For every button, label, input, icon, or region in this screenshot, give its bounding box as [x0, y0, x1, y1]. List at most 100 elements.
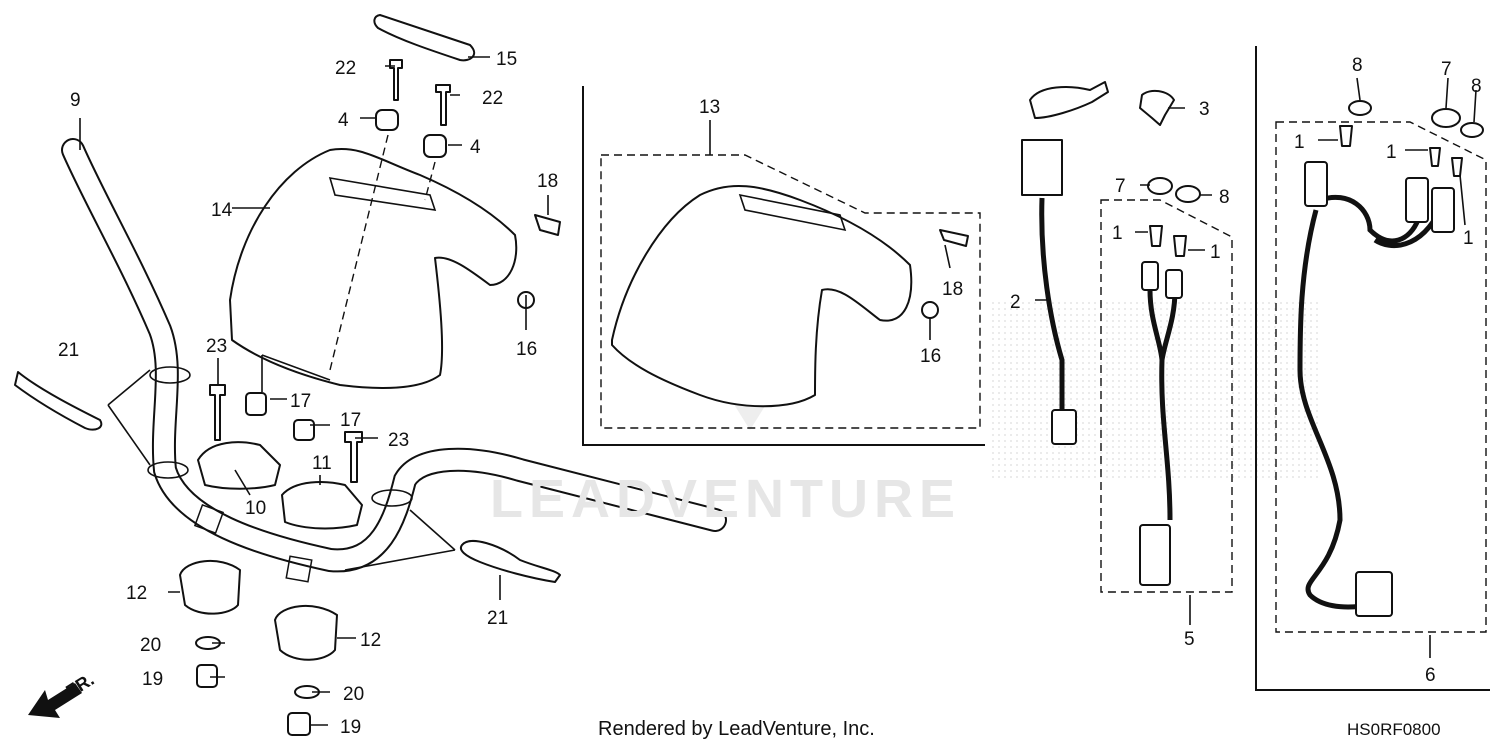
- callout-21-right: 21: [487, 608, 508, 629]
- callout-1-right-a: 1: [1294, 132, 1305, 153]
- callout-12-left: 12: [126, 583, 147, 604]
- callout-23-right: 23: [388, 430, 409, 451]
- callout-20-right: 20: [343, 684, 364, 705]
- grommet-7-top: [1431, 108, 1461, 128]
- bolt-23-right: [344, 431, 363, 483]
- socket-5b: [1165, 269, 1183, 299]
- nut-19-left: [196, 664, 218, 688]
- callout-21-left: 21: [58, 340, 79, 361]
- callout-1-middle-left: 1: [1112, 223, 1123, 244]
- cable-tie-right: [460, 540, 561, 583]
- callout-10: 10: [245, 498, 266, 519]
- leader-lines: [79, 56, 1477, 726]
- callout-16-left: 16: [516, 339, 537, 360]
- ignition-switch-2: [1021, 139, 1063, 196]
- callout-5: 5: [1184, 629, 1195, 650]
- ignition-key: [1029, 81, 1109, 119]
- group-frame-13: [582, 86, 985, 446]
- callout-3: 3: [1199, 99, 1210, 120]
- callout-1-middle-right: 1: [1210, 242, 1221, 263]
- lower-holder-12-left: [179, 559, 241, 615]
- handlebar-cover-14: [229, 148, 518, 389]
- handlebar-inner: [63, 140, 725, 571]
- callout-4-right: 4: [470, 137, 481, 158]
- bar-marker-c: [371, 489, 413, 507]
- callout-19-right: 19: [340, 717, 361, 738]
- callout-11: 11: [312, 453, 332, 474]
- callout-18-right: 18: [942, 279, 963, 300]
- callout-12-right: 12: [360, 630, 381, 651]
- grommet-4-right: [423, 134, 447, 158]
- front-direction-arrow-icon: [28, 683, 82, 718]
- switch-connector: [1051, 409, 1077, 445]
- bolt-23-left: [209, 384, 226, 441]
- collar-17-right: [293, 419, 315, 441]
- nut-19-right: [287, 712, 311, 736]
- bulbs-5: [1149, 225, 1187, 257]
- callout-14: 14: [211, 200, 233, 221]
- bar-marker-b: [147, 461, 189, 479]
- dash-box-13: [600, 154, 981, 429]
- harness-6: [1297, 194, 1443, 610]
- callout-6: 6: [1425, 665, 1436, 686]
- callout-1-right-b: 1: [1386, 142, 1397, 163]
- tie-leaders-right: [344, 509, 456, 571]
- callout-18-left: 18: [537, 171, 558, 192]
- callout-7-middle: 7: [1115, 176, 1126, 197]
- callout-16-right: 16: [920, 346, 941, 367]
- clip-18-right: [939, 229, 969, 247]
- grommet-8-top-right: [1460, 122, 1484, 138]
- switch-cable: [1039, 197, 1065, 410]
- socket-6b: [1405, 177, 1429, 223]
- callout-22-right: 22: [482, 88, 503, 109]
- socket-6c: [1431, 187, 1455, 233]
- cable-tie-left: [14, 371, 103, 431]
- rendered-by-text: Rendered by LeadVenture, Inc.: [598, 718, 875, 740]
- callout-22-left: 22: [335, 58, 356, 79]
- diagram-code: HS0RF0800: [1347, 720, 1441, 739]
- callout-9: 9: [70, 90, 81, 111]
- callout-23-left: 23: [206, 336, 227, 357]
- dash-box-5: [1100, 199, 1233, 593]
- grommet-4-left: [375, 109, 399, 131]
- lower-holder-12-right: [274, 604, 338, 661]
- clip-3: [1139, 89, 1175, 126]
- screw-22-right: [435, 84, 451, 126]
- callout-4-left: 4: [338, 110, 349, 131]
- callout-8-middle: 8: [1219, 187, 1230, 208]
- socket-6a: [1304, 161, 1328, 207]
- callout-20-left: 20: [140, 635, 161, 656]
- clip-18-left: [534, 214, 561, 236]
- callout-13: 13: [699, 97, 720, 118]
- upper-holder-10: [197, 441, 281, 490]
- callout-7-top: 7: [1441, 59, 1452, 80]
- connector-6: [1355, 571, 1393, 617]
- bulbs-6: [1339, 125, 1463, 177]
- callout-15: 15: [496, 49, 517, 70]
- connector-5: [1139, 524, 1171, 586]
- grommet-7-middle: [1147, 177, 1173, 195]
- upper-holder-11: [281, 481, 363, 530]
- collar-17-left: [245, 392, 267, 416]
- harness-5: [1147, 289, 1178, 521]
- callout-8-top-left: 8: [1352, 55, 1363, 76]
- bar-marker-a: [149, 366, 191, 384]
- cover-14-slot: [328, 176, 437, 211]
- bar-grip-knurl-a: [193, 503, 225, 535]
- screw-22-left: [389, 59, 403, 101]
- group-frame-6: [1255, 46, 1490, 691]
- callout-17-right: 17: [340, 410, 361, 431]
- bar-grip-knurl-b: [285, 555, 313, 583]
- handlebar-cover-13: [611, 185, 913, 408]
- grommet-8-top-left: [1348, 100, 1372, 116]
- watermark: LEADVENTURE: [490, 469, 962, 529]
- callout-1-right-c: 1: [1463, 228, 1474, 249]
- screw-axis-dashes: [329, 134, 436, 371]
- socket-5a: [1141, 261, 1159, 291]
- collar-leader: [261, 354, 331, 392]
- dash-box-6: [1275, 121, 1487, 633]
- tie-leaders-left: [107, 369, 151, 466]
- pad-15: [373, 14, 476, 62]
